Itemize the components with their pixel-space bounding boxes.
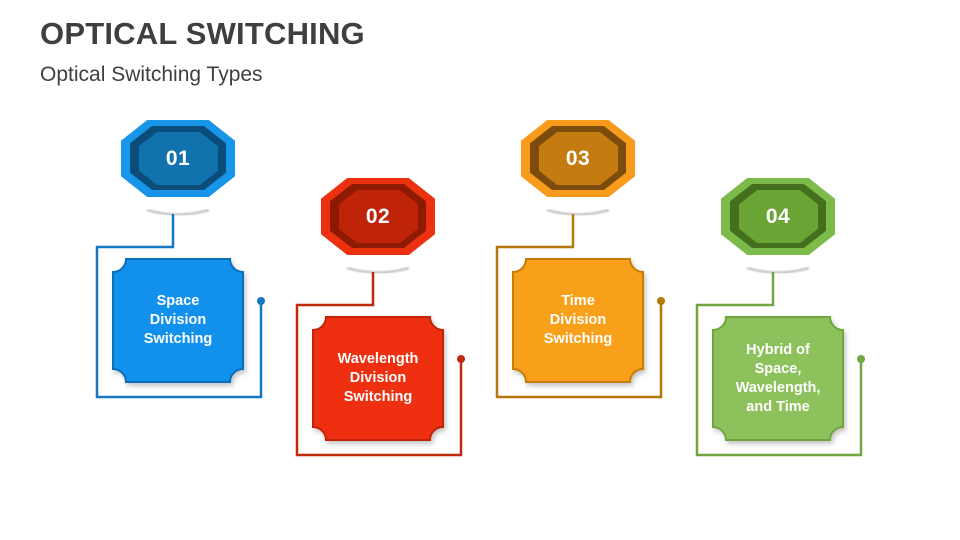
type-box: Time Division Switching bbox=[512, 258, 644, 383]
badge-core bbox=[339, 190, 418, 243]
connector-dot bbox=[457, 355, 465, 363]
type-label: Wavelength Division Switching bbox=[337, 351, 419, 405]
page-subtitle: Optical Switching Types bbox=[40, 63, 263, 86]
badge-number: 02 bbox=[365, 204, 391, 228]
switching-type-group-4: 04 Hybrid of Space, Wavelength, and Time bbox=[712, 178, 844, 463]
badge-core bbox=[139, 132, 218, 185]
type-box: Hybrid of Space, Wavelength, and Time bbox=[712, 316, 844, 441]
type-label: Space Division Switching bbox=[143, 293, 213, 347]
badge-number: 04 bbox=[765, 204, 791, 228]
number-badge: 04 bbox=[721, 178, 835, 255]
number-badge: 01 bbox=[121, 120, 235, 197]
switching-type-group-2: 02 Wavelength Division Switching bbox=[312, 178, 444, 463]
type-label: Hybrid of Space, Wavelength, and Time bbox=[735, 341, 821, 415]
connector-dot bbox=[857, 355, 865, 363]
page-title: OPTICAL SWITCHING bbox=[40, 16, 365, 51]
type-box: Wavelength Division Switching bbox=[312, 316, 444, 441]
badge-core bbox=[739, 190, 818, 243]
type-label: Time Division Switching bbox=[543, 293, 613, 347]
switching-type-group-1: 01 Space Division Switching bbox=[112, 120, 244, 405]
badge-number: 03 bbox=[565, 146, 591, 170]
type-box: Space Division Switching bbox=[112, 258, 244, 383]
switching-type-group-3: 03 Time Division Switching bbox=[512, 120, 644, 405]
badge-number: 01 bbox=[165, 146, 191, 170]
number-badge: 03 bbox=[521, 120, 635, 197]
connector-dot bbox=[257, 297, 265, 305]
number-badge: 02 bbox=[321, 178, 435, 255]
badge-core bbox=[539, 132, 618, 185]
connector-dot bbox=[657, 297, 665, 305]
slide-header: OPTICAL SWITCHING Optical Switching Type… bbox=[40, 16, 365, 87]
